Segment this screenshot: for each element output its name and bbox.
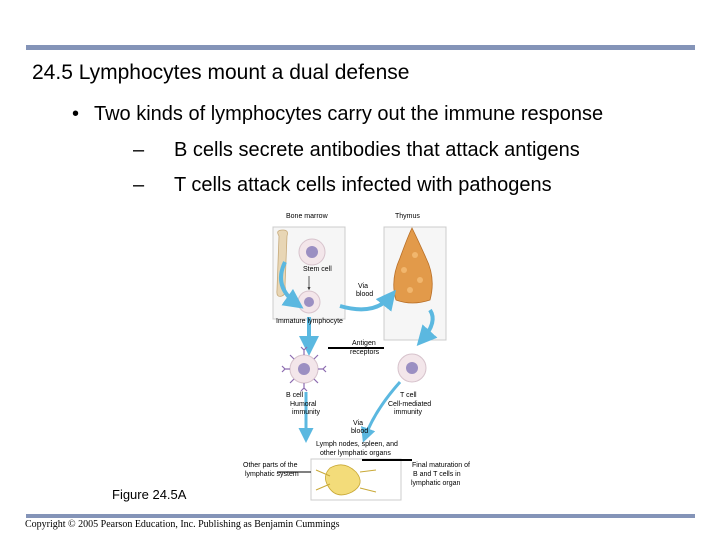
label-final-maturation-line2: B and T cells in	[413, 471, 461, 478]
label-final-maturation-line1: Final maturation of	[412, 462, 470, 469]
sub-bullet-text: B cells secrete antibodies that attack a…	[174, 139, 580, 161]
sub-bullet-t-cells: – T cells attack cells infected with path…	[133, 174, 552, 197]
label-humoral: Humoral	[290, 401, 317, 408]
slide-title: 24.5 Lymphocytes mount a dual defense	[32, 61, 410, 84]
footer-divider-bar	[26, 514, 695, 518]
label-via-blood-2-line1: Via	[353, 420, 363, 427]
label-cell-mediated-immunity: immunity	[394, 409, 423, 416]
label-b-cell: B cell	[286, 392, 304, 399]
sub-bullet-text: T cells attack cells infected with patho…	[174, 174, 552, 196]
label-via-blood-1-line2: blood	[356, 291, 373, 298]
label-cell-mediated: Cell-mediated	[388, 401, 431, 408]
label-humoral-immunity: immunity	[292, 409, 321, 416]
sub-bullet-dash: –	[133, 174, 145, 196]
stem-cell-nucleus	[306, 246, 318, 258]
label-bone-marrow: Bone marrow	[286, 213, 329, 220]
thymus-panel	[383, 226, 447, 383]
label-antigen-receptors-line2: receptors	[350, 349, 380, 356]
figure-label: Figure 24.5A	[112, 487, 187, 502]
lymph-vessel-icon	[315, 469, 377, 493]
label-via-blood-2-line2: blood	[351, 428, 368, 435]
label-other-parts-line1: Other parts of the	[243, 462, 298, 469]
bone-marrow-panel	[272, 226, 346, 320]
antigen-receptor-icon	[281, 346, 327, 392]
label-via-blood-1-line1: Via	[358, 283, 368, 290]
lymph-node-panel	[277, 458, 412, 501]
sub-bullet-b-cells: – B cells secrete antibodies that attack …	[133, 139, 580, 162]
bullet-item: • Two kinds of lymphocytes carry out the …	[72, 103, 603, 126]
bullet-dot: •	[72, 103, 80, 125]
label-other-parts-line2: lymphatic system	[245, 471, 299, 478]
label-final-maturation-line3: lymphatic organ	[411, 480, 461, 487]
blood-arrow-to-thymus	[339, 289, 397, 312]
lymph-node-icon	[325, 464, 361, 496]
label-t-cell: T cell	[400, 392, 417, 399]
thymus-icon	[393, 227, 433, 304]
blood-arrow-to-marrow	[279, 261, 304, 309]
copyright-text: Copyright © 2005 Pearson Education, Inc.…	[25, 519, 340, 530]
label-thymus: Thymus	[395, 213, 420, 220]
b-cell	[281, 346, 327, 392]
bullet-text: Two kinds of lymphocytes carry out the i…	[94, 103, 604, 125]
label-antigen-receptors-line1: Antigen	[352, 340, 376, 347]
label-immature-lymphocyte: Immature lymphocyte	[276, 318, 343, 325]
sub-bullet-dash: –	[133, 139, 145, 161]
tcell-to-lymph-arrow	[361, 381, 402, 443]
label-lymph-nodes-line1: Lymph nodes, spleen, and	[316, 441, 398, 448]
label-stem-cell: Stem cell	[303, 266, 332, 273]
title-divider-bar	[26, 45, 695, 50]
label-lymph-nodes-line2: other lymphatic organs	[320, 450, 391, 457]
thymus-to-tcell-arrow	[416, 308, 438, 346]
